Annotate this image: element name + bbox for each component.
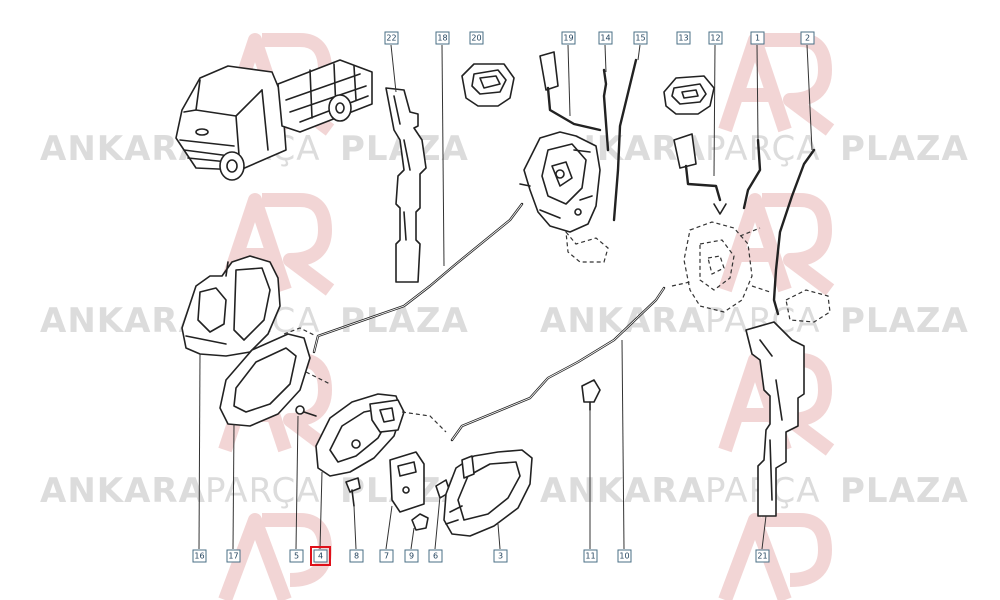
part-17-handle-frame xyxy=(219,327,331,427)
part-13-grommet xyxy=(663,75,715,115)
callout-number: 7 xyxy=(384,552,389,561)
callout-number: 8 xyxy=(354,552,359,561)
callout-number: 13 xyxy=(678,34,688,43)
callout-5[interactable]: 5 xyxy=(289,549,304,563)
part-4-inner-handle xyxy=(315,393,447,477)
callout-14[interactable]: 14 xyxy=(598,31,613,45)
part-3-outer-handle xyxy=(443,449,533,537)
callout-number: 17 xyxy=(228,552,238,561)
callout-number: 19 xyxy=(563,34,573,43)
watermark-logo xyxy=(718,513,832,600)
callout-number: 11 xyxy=(585,552,595,561)
part-16-housing xyxy=(181,255,281,357)
leader-lines xyxy=(198,44,813,550)
callout-21[interactable]: 21 xyxy=(755,549,770,563)
watermark-logo xyxy=(718,193,835,296)
part-5-screw xyxy=(295,405,317,417)
watermark-word: PARÇA xyxy=(705,129,821,169)
callout-number: 18 xyxy=(437,34,447,43)
callout-number: 6 xyxy=(433,552,438,561)
callout-1[interactable]: 1 xyxy=(750,31,765,45)
part-14-rod xyxy=(602,68,610,152)
watermark-row: ANKARA PARÇA PLAZA ANKARA PARÇA PLAZA xyxy=(40,471,969,511)
callout-number: 4 xyxy=(318,552,323,561)
callout-number: 22 xyxy=(386,34,396,43)
callout-6[interactable]: 6 xyxy=(428,549,443,563)
callout-number: 5 xyxy=(294,552,299,561)
watermark-word: ANKARA xyxy=(40,301,206,341)
callout-2[interactable]: 2 xyxy=(800,31,815,45)
part-7-plate xyxy=(389,451,425,513)
part-11-bolt xyxy=(581,379,601,411)
highlight-frame xyxy=(310,546,331,566)
watermark-word: PLAZA xyxy=(840,129,969,169)
part-1-rod xyxy=(742,138,762,210)
callout-7[interactable]: 7 xyxy=(379,549,394,563)
part-22-seal-strip xyxy=(385,87,427,283)
part-2-rod xyxy=(772,148,816,316)
part-8-screw xyxy=(345,477,361,507)
watermark-word: PLAZA xyxy=(840,301,969,341)
part-21-seal-strip xyxy=(745,321,805,517)
callout-3[interactable]: 3 xyxy=(493,549,508,563)
front-lock-mechanism xyxy=(519,131,609,263)
callout-number: 3 xyxy=(498,552,503,561)
callout-20[interactable]: 20 xyxy=(469,31,484,45)
part-9-clip xyxy=(411,513,429,531)
callout-18[interactable]: 18 xyxy=(435,31,450,45)
watermark-word: ANKARA xyxy=(540,301,706,341)
part-18-rod xyxy=(312,202,524,354)
part-10-rod xyxy=(450,286,666,442)
watermark-word: ANKARA xyxy=(40,471,206,511)
callout-number: 21 xyxy=(757,552,767,561)
callout-8[interactable]: 8 xyxy=(349,549,364,563)
part-12-link xyxy=(673,133,727,215)
callout-12[interactable]: 12 xyxy=(708,31,723,45)
callout-number: 12 xyxy=(710,34,720,43)
watermark-word: PLAZA xyxy=(840,471,969,511)
callout-number: 10 xyxy=(619,552,629,561)
watermark-logo xyxy=(718,33,835,136)
callout-number: 9 xyxy=(409,552,414,561)
part-20-grommet xyxy=(461,63,515,107)
callout-4-highlighted[interactable]: 4 xyxy=(310,546,331,566)
callout-number: 2 xyxy=(805,34,810,43)
callout-number: 15 xyxy=(635,34,645,43)
callout-number: 1 xyxy=(755,34,760,43)
callout-19[interactable]: 19 xyxy=(561,31,576,45)
watermark-logo xyxy=(218,193,335,296)
callout-number: 14 xyxy=(600,34,610,43)
part-19-rod xyxy=(539,51,602,132)
callout-labels: 22 18 20 19 14 15 13 12 xyxy=(192,31,815,566)
rear-lock-mechanism xyxy=(671,221,831,323)
callout-number: 20 xyxy=(471,34,481,43)
callout-15[interactable]: 15 xyxy=(633,31,648,45)
part-15-rod xyxy=(612,58,638,222)
watermark-word: PARÇA xyxy=(205,471,321,511)
van-illustration xyxy=(175,59,373,181)
callout-11[interactable]: 11 xyxy=(583,549,598,563)
callout-13[interactable]: 13 xyxy=(676,31,691,45)
callout-16[interactable]: 16 xyxy=(192,549,207,563)
watermark-word: ANKARA xyxy=(540,471,706,511)
callout-9[interactable]: 9 xyxy=(404,549,419,563)
callout-10[interactable]: 10 xyxy=(617,549,632,563)
callout-number: 16 xyxy=(194,552,204,561)
callout-17[interactable]: 17 xyxy=(226,549,241,563)
callout-22[interactable]: 22 xyxy=(384,31,399,45)
